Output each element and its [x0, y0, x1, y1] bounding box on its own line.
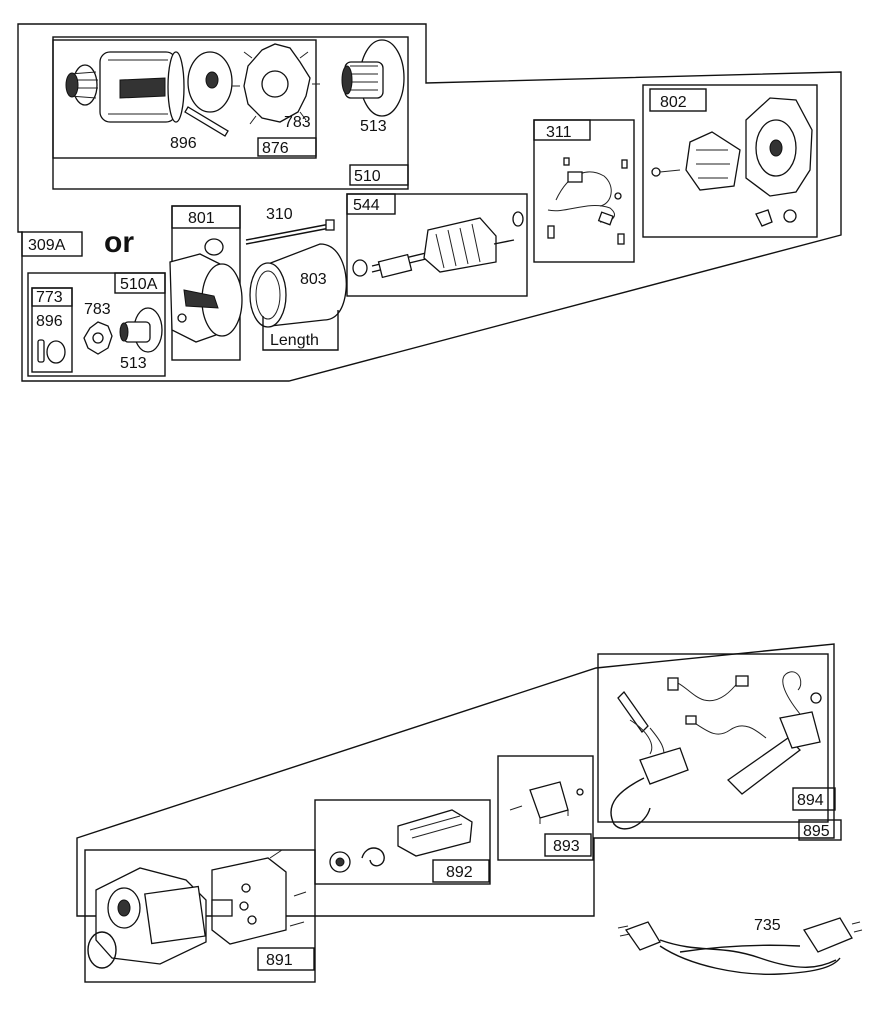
commutator-cap-illustration	[651, 97, 813, 227]
label-544-box	[346, 193, 396, 215]
label-783-lower: 783	[84, 301, 111, 318]
drive-subgroup-box	[52, 39, 317, 159]
armature-illustration	[352, 211, 524, 279]
label-895: 895	[803, 823, 830, 840]
label-896-lower: 896	[36, 313, 63, 330]
label-891-box	[257, 947, 315, 971]
harness-894-box	[597, 653, 829, 823]
label-length: Length	[270, 332, 319, 349]
label-895-box	[798, 819, 842, 841]
label-735: 735	[754, 917, 781, 934]
length-bracket	[262, 310, 339, 351]
label-894-box	[792, 787, 836, 811]
wire-harness-illustration	[610, 671, 822, 830]
label-801-box	[171, 205, 241, 229]
small-clutch-illustration	[119, 307, 163, 353]
small-pin-illustration	[37, 339, 66, 364]
switch-illustration	[509, 781, 584, 824]
label-or: or	[104, 226, 134, 259]
label-510a: 510A	[120, 276, 158, 293]
motor-housing-illustration	[249, 243, 347, 328]
label-893-box	[544, 833, 592, 857]
label-894: 894	[797, 792, 824, 809]
label-802: 802	[660, 94, 687, 111]
label-773-box	[31, 287, 73, 307]
label-892-box	[432, 859, 490, 883]
label-801: 801	[188, 210, 215, 227]
label-311-box	[533, 119, 591, 141]
label-783-top: 783	[284, 114, 311, 131]
small-gear-illustration	[83, 321, 113, 355]
label-309a: 309A	[28, 237, 66, 254]
rectifier-illustration	[329, 809, 473, 873]
end-cap-illustration	[169, 238, 243, 343]
label-891: 891	[266, 952, 293, 969]
label-510-box	[349, 164, 409, 186]
label-892: 892	[446, 864, 473, 881]
solenoid-891-box	[84, 849, 316, 983]
label-513-top: 513	[360, 118, 387, 135]
rectifier-892-box	[314, 799, 491, 885]
label-803: 803	[300, 271, 327, 288]
label-510: 510	[354, 168, 381, 185]
brush-wires-illustration	[547, 157, 628, 245]
through-bolt-illustration	[245, 219, 335, 245]
label-311: 311	[546, 124, 572, 141]
label-896-top: 896	[170, 135, 197, 152]
drive-group-510a-box	[27, 272, 166, 377]
clutch-illustration	[341, 39, 405, 117]
solenoid-illustration	[87, 849, 307, 969]
label-510a-box	[114, 272, 166, 294]
starter-assembly-outline	[17, 23, 842, 382]
extension-cord-illustration	[617, 917, 863, 975]
roll-pin-illustration	[184, 106, 229, 137]
label-893: 893	[553, 838, 580, 855]
label-309a-box	[21, 231, 83, 257]
drive-spring-assembly-illustration	[65, 51, 185, 123]
label-802-box	[649, 88, 707, 112]
armature-544-box	[346, 193, 528, 297]
label-876: 876	[262, 140, 289, 157]
commutator-cap-802-box	[642, 84, 818, 238]
switch-893-box	[497, 755, 594, 861]
pinion-gear-illustration	[232, 43, 320, 125]
label-773: 773	[36, 289, 63, 306]
label-876-box	[257, 137, 317, 157]
washer-illustration	[187, 51, 233, 113]
label-310: 310	[266, 206, 293, 223]
label-544: 544	[353, 197, 380, 214]
label-513-lower: 513	[120, 355, 147, 372]
